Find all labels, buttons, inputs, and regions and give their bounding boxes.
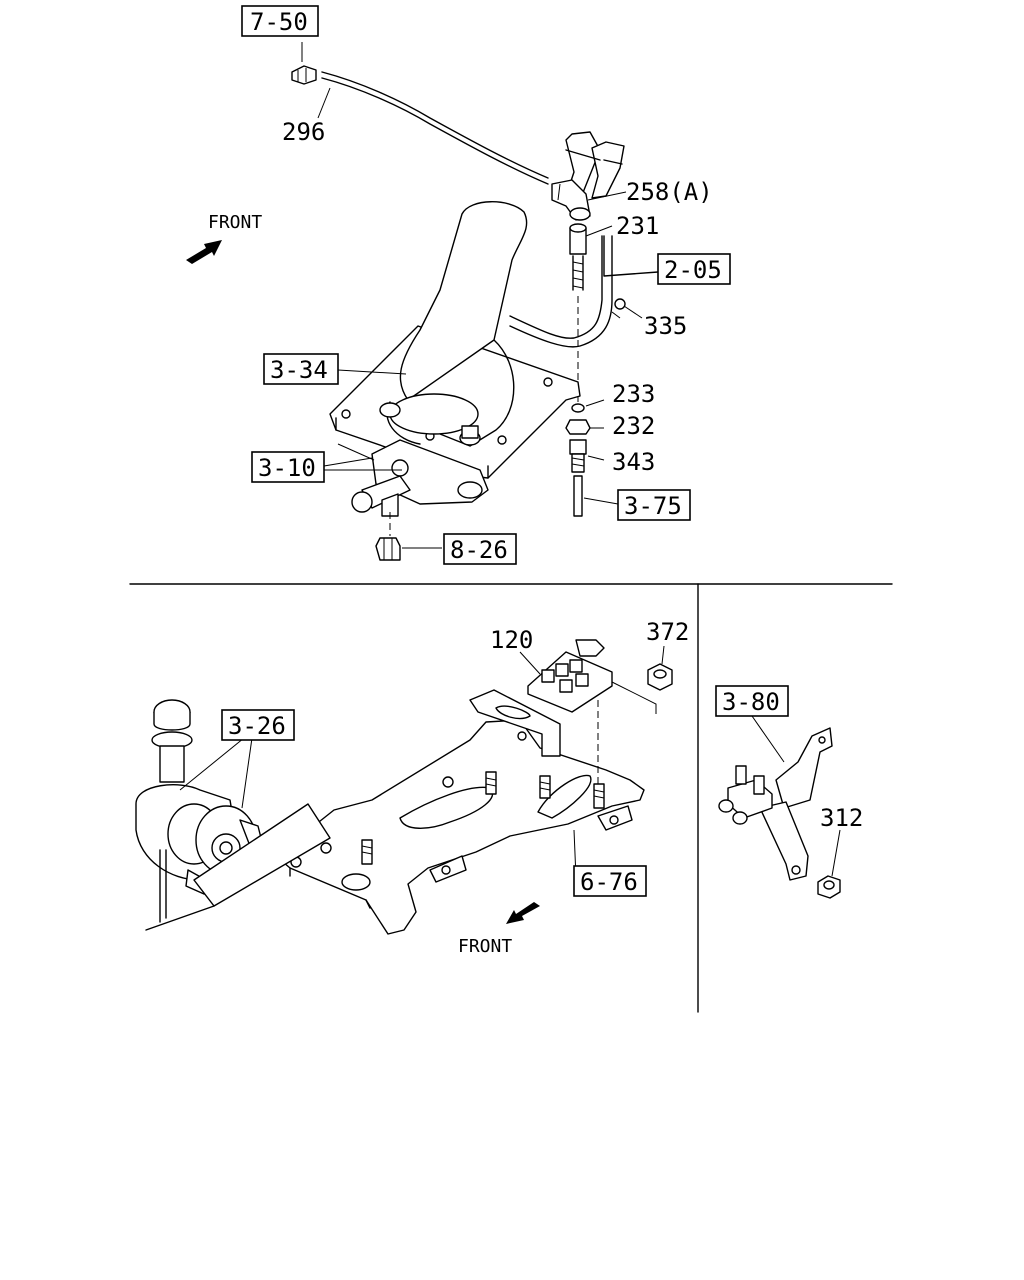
bottom-right-assembly [718,715,841,899]
label-335: 335 [644,312,687,340]
nut-232 [565,419,591,435]
hose-296 [321,71,549,185]
label-120: 120 [490,626,533,654]
ref-6-76[interactable]: 6-76 [580,868,638,896]
ref-3-10[interactable]: 3-10 [258,454,316,482]
ref-box-3-10[interactable] [251,451,325,483]
connector-block-3-80 [718,765,773,825]
elbow-fitting-258a [551,179,591,221]
plate-studs [361,700,605,865]
valve-body-3-10 [351,439,489,517]
ref-box-3-75[interactable] [617,489,691,521]
label-296: 296 [282,118,325,146]
fitting-343 [569,439,587,473]
ref-box-2-05[interactable] [657,253,731,285]
label-232: 232 [612,412,655,440]
washer-233 [571,403,585,413]
o-ring-335 [614,298,626,310]
connector-231 [569,223,587,291]
label-231: 231 [616,212,659,240]
mounting-plate-6-76 [275,719,645,935]
ref-3-34[interactable]: 3-34 [270,356,328,384]
leader-lines-bottom-left [179,645,665,879]
label-233: 233 [612,380,655,408]
ref-3-26[interactable]: 3-26 [228,712,286,740]
relay-valve-120 [527,639,657,714]
fitting-7-50 [291,65,317,85]
ref-box-6-76[interactable] [573,865,647,897]
front-label-top: FRONT [208,212,262,233]
valve-pedestal [379,201,528,447]
ref-box-3-34[interactable] [263,353,339,385]
plate-bracket [469,689,561,757]
top-assembly [186,42,659,561]
bottom-right-labels: 3-80 312 [715,685,863,832]
ref-3-75[interactable]: 3-75 [624,492,682,520]
bracket-3-80 [759,727,833,881]
ref-box-3-26[interactable] [221,709,295,741]
bottom-left-assembly [135,639,673,935]
pipe-3-75 [573,475,583,517]
ref-7-50[interactable]: 7-50 [250,8,308,36]
top-labels: 7-50 296 258(A) 231 2-05 335 FRONT 3-34 … [208,5,731,565]
ref-box-7-50[interactable] [241,5,319,37]
nut-312 [817,875,841,899]
bottom-left-labels: 120 372 3-26 6-76 FRONT [221,618,689,957]
label-343: 343 [612,448,655,476]
nut-372 [647,663,673,691]
front-arrow-bottom [506,902,540,924]
front-label-bottom: FRONT [458,936,512,957]
label-258a: 258(A) [626,178,713,206]
valve-assembly-3-26 [135,699,331,931]
label-312: 312 [820,804,863,832]
ref-box-3-80[interactable] [715,685,789,717]
label-372: 372 [646,618,689,646]
ref-3-80[interactable]: 3-80 [722,688,780,716]
fitting-8-26 [375,512,401,561]
ref-box-8-26[interactable] [443,533,517,565]
ref-8-26[interactable]: 8-26 [450,536,508,564]
ref-2-05[interactable]: 2-05 [664,256,722,284]
front-arrow-top [186,240,222,264]
leader-lines-top [323,369,619,549]
